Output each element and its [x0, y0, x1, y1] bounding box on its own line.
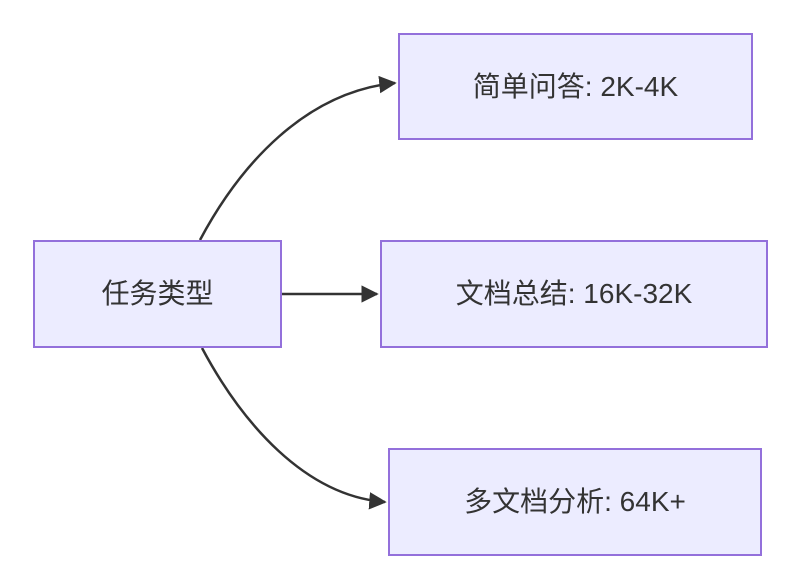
node-task-type: 任务类型: [33, 240, 282, 348]
node-task-type-label: 任务类型: [101, 278, 214, 310]
node-doc-summary-label: 文档总结: 16K-32K: [455, 278, 693, 310]
edge-task-type-to-multi-doc-analysis: [200, 347, 387, 510]
node-multi-doc-analysis-label: 多文档分析: 64K+: [464, 486, 686, 518]
node-doc-summary: 文档总结: 16K-32K: [380, 240, 768, 348]
node-simple-qa: 简单问答: 2K-4K: [398, 33, 753, 140]
node-simple-qa-label: 简单问答: 2K-4K: [472, 70, 679, 102]
edge-task-type-to-simple-qa: [198, 75, 397, 241]
node-multi-doc-analysis: 多文档分析: 64K+: [388, 448, 762, 556]
